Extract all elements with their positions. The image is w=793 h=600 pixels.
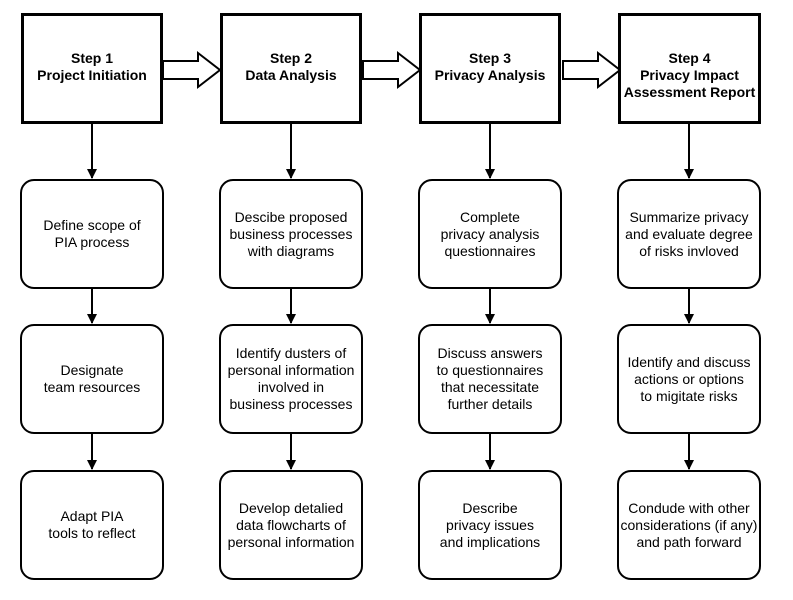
box-text-line: Describe xyxy=(462,499,518,516)
step-4-header: Step 4 Privacy Impact Assessment Report xyxy=(618,13,761,124)
box-text-line: to migitate risks xyxy=(640,387,738,404)
box-text-line: business processes xyxy=(229,396,353,412)
step-3-title: Privacy Analysis xyxy=(434,67,546,83)
step-1-box-2: Designate team resources xyxy=(20,324,164,434)
block-arrow-1-2 xyxy=(162,50,222,90)
box-text-line: privacy analysis xyxy=(440,225,540,242)
box-text-line: Define scope of xyxy=(43,217,141,233)
step-2-box-2: Identify dusters of personal information… xyxy=(219,324,363,434)
box-text-line: Descibe proposed xyxy=(234,208,348,225)
step-4-title: Privacy Impact xyxy=(640,67,739,83)
step-1-box-3: Adapt PIA tools to reflect xyxy=(20,470,164,580)
step-4-box-2: Identify and discuss actions or options … xyxy=(617,324,761,434)
block-arrow-3-4 xyxy=(562,50,622,90)
box-text-line: Adapt PIA xyxy=(60,508,124,524)
step-3-box-1: Complete privacy analysis questionnaires xyxy=(418,179,562,289)
box-text-line: Identify and discuss xyxy=(627,353,751,370)
step-2-header: Step 2 Data Analysis xyxy=(220,13,362,124)
step-3-box-2: Discuss answers to questionnaires that n… xyxy=(418,324,562,434)
box-text-line: Discuss answers xyxy=(437,345,543,361)
box-text-line: of risks invloved xyxy=(639,242,739,259)
box-text-line: further details xyxy=(447,396,533,412)
step-1-header: Step 1 Project Initiation xyxy=(21,13,163,124)
box-text-line: data flowcharts of xyxy=(236,516,346,533)
box-text-line: and path forward xyxy=(636,533,742,550)
box-text-line: actions or options xyxy=(634,370,744,387)
step-1-box-1: Define scope of PIA process xyxy=(20,179,164,289)
box-text-line: questionnaires xyxy=(444,242,536,259)
step-4-box-3: Condude with other considerations (if an… xyxy=(617,470,761,580)
step-3-box-3: Describe privacy issues and implications xyxy=(418,470,562,580)
box-text-line: Condude with other xyxy=(628,499,750,516)
step-2-title: Data Analysis xyxy=(245,67,337,83)
box-text-line: Identify dusters of xyxy=(235,345,347,361)
box-text-line: Summarize privacy xyxy=(629,208,749,225)
step-3-header: Step 3 Privacy Analysis xyxy=(419,13,561,124)
box-text-line: privacy issues xyxy=(446,516,534,533)
box-text-line: that necessitate xyxy=(440,379,540,395)
step-4-title: Assessment Report xyxy=(623,84,756,100)
box-text-line: personal information xyxy=(227,362,355,378)
box-text-line: and evaluate degree xyxy=(625,225,753,242)
box-text-line: personal information xyxy=(227,533,355,550)
step-4-box-1: Summarize privacy and evaluate degree of… xyxy=(617,179,761,289)
box-text-line: business processes xyxy=(229,225,353,242)
step-2-number: Step 2 xyxy=(269,50,312,66)
step-1-number: Step 1 xyxy=(70,50,113,66)
step-3-number: Step 3 xyxy=(468,50,511,66)
box-text-line: considerations (if any) xyxy=(620,516,758,533)
step-4-number: Step 4 xyxy=(668,50,711,66)
step-2-box-1: Descibe proposed business processes with… xyxy=(219,179,363,289)
box-text-line: with diagrams xyxy=(247,242,335,259)
step-2-box-3: Develop detalied data flowcharts of pers… xyxy=(219,470,363,580)
block-arrow-2-3 xyxy=(362,50,422,90)
box-text-line: to questionnaires xyxy=(436,362,544,378)
step-1-title: Project Initiation xyxy=(37,67,147,83)
box-text-line: PIA process xyxy=(54,234,130,250)
box-text-line: and implications xyxy=(439,533,541,550)
box-text-line: team resources xyxy=(43,379,141,395)
box-text-line: involved in xyxy=(257,379,325,395)
box-text-line: Develop detalied xyxy=(238,499,344,516)
box-text-line: tools to reflect xyxy=(48,525,136,541)
box-text-line: Designate xyxy=(60,362,124,378)
box-text-line: Complete xyxy=(460,208,520,225)
